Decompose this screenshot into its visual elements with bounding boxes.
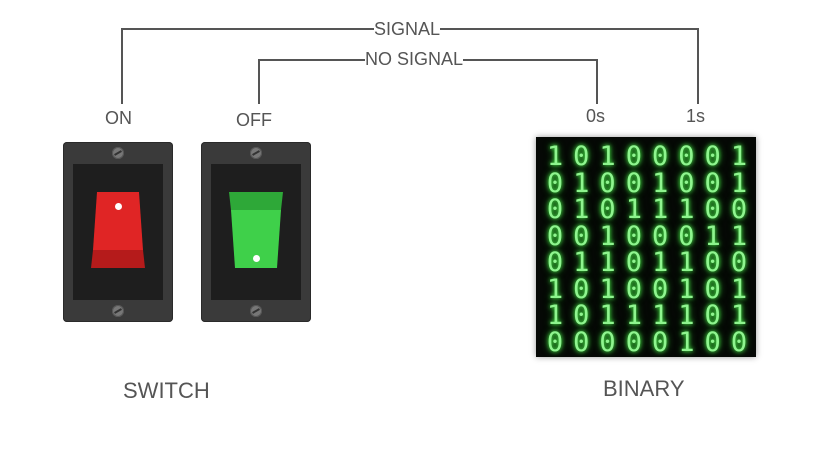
binary-digit: 1 — [730, 167, 748, 199]
binary-digit: 0 — [704, 247, 721, 278]
binary-digit: 1 — [704, 220, 721, 252]
indicator-dot-icon — [253, 255, 260, 262]
binary-digit: 0 — [546, 247, 564, 278]
binary-digit: 1 — [678, 326, 695, 358]
binary-digit: 0 — [546, 326, 564, 358]
binary-digit: 0 — [625, 220, 642, 252]
binary-digit: 0 — [678, 141, 695, 172]
binary-digit: 0 — [651, 141, 669, 172]
binary-digit: 1 — [730, 220, 748, 252]
binary-digit: 0 — [573, 273, 590, 305]
switch-title: SWITCH — [123, 378, 210, 403]
signal-label: SIGNAL — [374, 19, 441, 39]
binary-digit: 1 — [651, 300, 669, 331]
binary-digit: 0 — [704, 167, 721, 199]
binary-digit: 0 — [625, 167, 642, 199]
off-label: OFF — [236, 110, 272, 130]
binary-digit: 1 — [573, 247, 590, 278]
binary-digit: 0 — [730, 194, 748, 225]
binary-digit: 1 — [573, 167, 590, 199]
no-signal-label: NO SIGNAL — [365, 49, 464, 69]
binary-digit: 0 — [546, 167, 564, 199]
screw-icon — [112, 305, 124, 317]
binary-digit: 1 — [599, 273, 616, 305]
binary-digit: 0 — [651, 273, 669, 305]
binary-digit: 1 — [730, 273, 748, 305]
binary-digit: 1 — [678, 273, 695, 305]
binary-digit: 1 — [651, 167, 669, 199]
switch-window — [211, 164, 301, 300]
indicator-dot-icon — [115, 203, 122, 210]
binary-digit: 1 — [730, 300, 748, 331]
binary-digit: 0 — [573, 300, 590, 331]
binary-digit: 1 — [573, 194, 590, 225]
zeros-label: 0s — [586, 106, 606, 126]
binary-digit: 0 — [704, 300, 721, 331]
binary-digit: 0 — [625, 326, 642, 358]
rocker-on — [91, 192, 145, 268]
binary-digit: 1 — [546, 273, 564, 305]
binary-digit: 0 — [599, 326, 616, 358]
binary-digit: 1 — [730, 141, 748, 172]
binary-digit: 0 — [704, 141, 721, 172]
binary-digit: 0 — [678, 167, 695, 199]
binary-digit: 0 — [704, 194, 721, 225]
binary-digit: 0 — [546, 194, 564, 225]
binary-digit: 0 — [599, 194, 616, 225]
binary-digit: 0 — [573, 326, 590, 358]
binary-digit: 0 — [651, 326, 669, 358]
binary-digit: 0 — [730, 247, 748, 278]
binary-digit: 0 — [546, 220, 564, 252]
screw-icon — [250, 305, 262, 317]
binary-digit: 0 — [651, 220, 669, 252]
binary-digit: 0 — [730, 326, 748, 358]
on-label: ON — [105, 108, 132, 128]
binary-digit: 0 — [704, 273, 721, 305]
off-switch[interactable] — [201, 142, 311, 322]
binary-digit: 1 — [599, 220, 616, 252]
rocker-off — [229, 192, 283, 268]
binary-digit: 1 — [625, 300, 642, 331]
binary-digit: 1 — [678, 300, 695, 331]
binary-digit: 1 — [625, 194, 642, 225]
on-switch[interactable] — [63, 142, 173, 322]
binary-digit: 0 — [573, 220, 590, 252]
binary-digit: 1 — [599, 247, 616, 278]
binary-digit: 0 — [678, 220, 695, 252]
binary-digit: 1 — [546, 300, 564, 331]
binary-digit: 1 — [599, 300, 616, 331]
binary-digit: 1 — [599, 141, 616, 172]
screw-icon — [112, 147, 124, 159]
binary-digit: 0 — [704, 326, 721, 358]
binary-title: BINARY — [603, 376, 685, 401]
screw-icon — [250, 147, 262, 159]
binary-digit: 0 — [625, 273, 642, 305]
binary-digit: 1 — [651, 194, 669, 225]
binary-digit: 1 — [546, 141, 564, 172]
binary-digit: 0 — [625, 141, 642, 172]
binary-digit: 0 — [599, 167, 616, 199]
binary-digit: 0 — [625, 247, 642, 278]
binary-digit: 1 — [651, 247, 669, 278]
binary-digit: 0 — [573, 141, 590, 172]
ones-label: 1s — [686, 106, 706, 126]
binary-digit: 1 — [678, 194, 695, 225]
switch-window — [73, 164, 163, 300]
binary-digit: 1 — [678, 247, 695, 278]
